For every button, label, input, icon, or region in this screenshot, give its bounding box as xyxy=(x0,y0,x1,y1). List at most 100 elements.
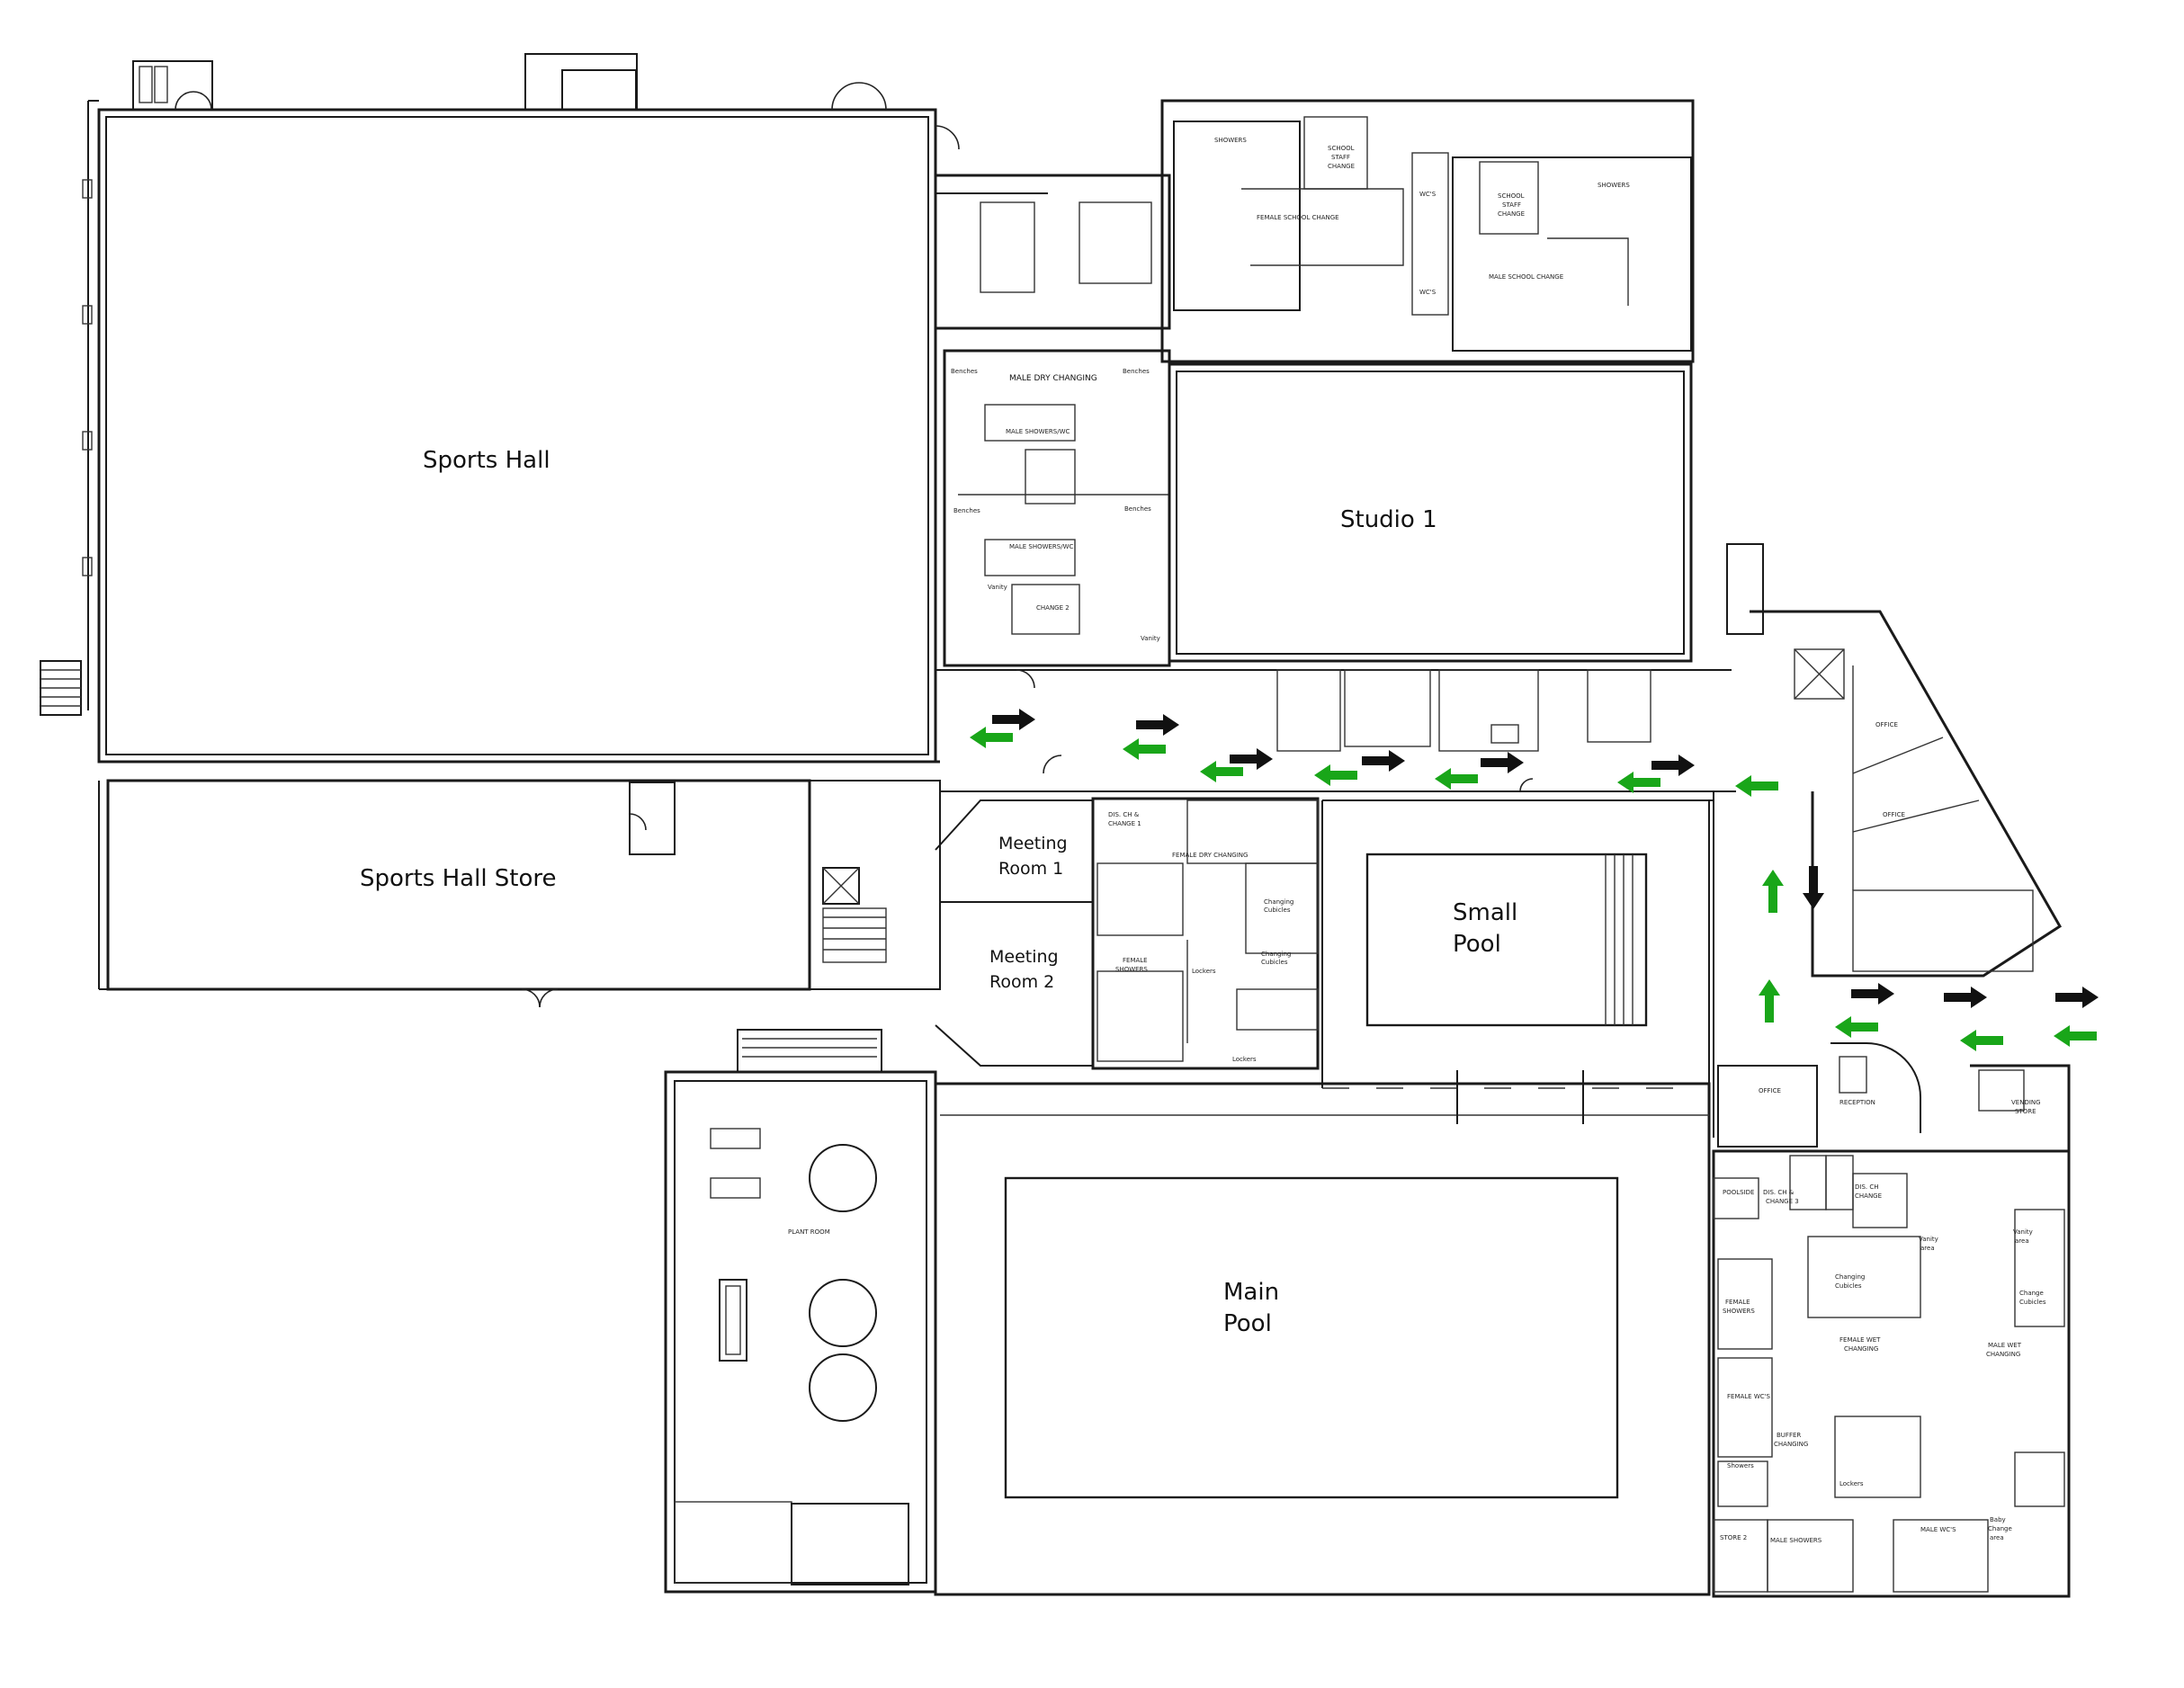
showers-2-label: Showers xyxy=(1727,1462,1754,1469)
school-staff-change2-b: STAFF xyxy=(1502,201,1521,209)
green-arrow-3 xyxy=(1200,761,1243,782)
lockers-3-label: Lockers xyxy=(1839,1480,1864,1487)
changing-cubicles-1b: Cubicles xyxy=(1264,907,1291,914)
green-arrow-11 xyxy=(1960,1030,2003,1051)
showers-top-label: SHOWERS xyxy=(1214,137,1247,144)
school-change-block: SHOWERS SCHOOL STAFF CHANGE FEMALE SCHOO… xyxy=(1160,99,1695,363)
change-cubicles-rb-label: Cubicles xyxy=(2019,1299,2046,1306)
black-arrow-2 xyxy=(1136,714,1179,736)
vanity-3b-label: area xyxy=(1920,1245,1935,1252)
female-showers-label-b: SHOWERS xyxy=(1115,966,1148,973)
black-arrow-1 xyxy=(992,709,1035,730)
black-arrow-5 xyxy=(1481,752,1524,773)
plant-room-label: PLANT ROOM xyxy=(788,1228,830,1236)
green-arrow-12 xyxy=(2054,1025,2097,1047)
green-arrow-7 xyxy=(1735,775,1778,797)
main-corridor xyxy=(935,669,1736,792)
male-showers-label: MALE SHOWERS xyxy=(1770,1537,1822,1544)
school-staff-change-c: CHANGE xyxy=(1328,163,1355,170)
changing-cubicles-3: Changing xyxy=(1835,1273,1865,1281)
female-school-change-label: FEMALE SCHOOL CHANGE xyxy=(1257,214,1339,221)
meeting-room-2-label-b: Room 2 xyxy=(989,972,1054,992)
baby-change-c: area xyxy=(1990,1534,2004,1541)
sports-hall-area xyxy=(40,53,960,764)
baby-change-b: Change xyxy=(1988,1525,2012,1532)
meeting-room-2-label-a: Meeting xyxy=(989,947,1059,967)
small-pool-hall: Small Pool xyxy=(1321,799,1714,1090)
sports-hall-store-area xyxy=(98,760,941,1008)
showers-right-label: SHOWERS xyxy=(1598,182,1630,189)
office-wing: OFFICE OFFICE xyxy=(1726,543,2063,978)
studio-1-label: Studio 1 xyxy=(1340,506,1437,533)
main-pool-hall: Main Pool xyxy=(934,1070,1711,1596)
male-showers-wc-label-2: MALE SHOWERS/WC xyxy=(1009,543,1074,550)
dis-ch-change-4-label: DIS. CH xyxy=(1855,1183,1879,1191)
studio-1-area: Studio 1 xyxy=(1168,362,1693,663)
school-staff-change2-c: CHANGE xyxy=(1498,210,1525,218)
male-wet-changing-b-label: CHANGING xyxy=(1986,1351,2020,1358)
meeting-room-1-label-b: Room 1 xyxy=(998,859,1063,879)
female-wet-changing-label: FEMALE WET xyxy=(1839,1336,1881,1344)
green-arrow-10 xyxy=(1835,1016,1878,1038)
school-staff-change-b: STAFF xyxy=(1331,154,1350,161)
black-arrow-9 xyxy=(1944,987,1987,1008)
meeting-room-1-label-a: Meeting xyxy=(998,834,1068,853)
vanity-4-label: Vanity xyxy=(2013,1228,2033,1236)
exit-route-arrows xyxy=(970,727,2097,1051)
changing-cubicles-1: Changing xyxy=(1264,898,1293,906)
change-2-label: CHANGE 2 xyxy=(1036,604,1070,612)
male-wet-changing-label: MALE WET xyxy=(1988,1342,2022,1349)
wcs-label-2: WC'S xyxy=(1419,289,1437,296)
office-reception-label: OFFICE xyxy=(1759,1087,1781,1094)
vending-store-a: VENDING xyxy=(2011,1099,2041,1106)
female-dry-changing-block: DIS. CH & CHANGE 1 FEMALE DRY CHANGING C… xyxy=(1091,797,1320,1070)
wcs-label-1: WC'S xyxy=(1419,191,1437,198)
vending-store-b: STORE xyxy=(2015,1108,2036,1115)
dis-ch-change-4b-label: CHANGE xyxy=(1855,1192,1882,1200)
poolside-staff-change-label: POOLSIDE xyxy=(1723,1189,1754,1196)
female-wcs-label: FEMALE WC'S xyxy=(1727,1393,1771,1400)
changing-cubicles-3b: Cubicles xyxy=(1835,1282,1862,1290)
vanity-label-1: Vanity xyxy=(988,584,1007,591)
dis-ch-staff-change-3-label: DIS. CH & xyxy=(1763,1189,1795,1196)
green-arrow-2 xyxy=(1123,738,1166,760)
buffer-changing-label: BUFFER xyxy=(1777,1432,1801,1439)
black-arrow-10 xyxy=(2055,987,2099,1008)
small-pool-label-a: Small xyxy=(1453,899,1517,926)
dis-ch-change-1-label: DIS. CH & xyxy=(1108,811,1140,818)
sports-hall-title: Sports Hall xyxy=(423,447,550,474)
vanity-3-label: Vanity xyxy=(1919,1236,1938,1243)
office-label-1: OFFICE xyxy=(1875,721,1898,728)
black-arrow-3 xyxy=(1230,748,1273,770)
green-arrow-4 xyxy=(1314,764,1357,786)
changing-cubicles-2: Changing xyxy=(1261,951,1291,958)
school-staff-change2-a: SCHOOL xyxy=(1498,192,1525,200)
female-wet-changing-b-label: CHANGING xyxy=(1844,1345,1878,1353)
benches-label-1: Benches xyxy=(951,368,978,375)
vanity-label-2: Vanity xyxy=(1141,635,1160,642)
male-dry-changing-block: MALE DRY CHANGING Benches Benches Benche… xyxy=(934,174,1171,667)
change-cubicles-r-label: Change xyxy=(2019,1290,2044,1297)
reception-label: RECEPTION xyxy=(1839,1099,1875,1106)
small-pool-label-b: Pool xyxy=(1453,931,1501,958)
buffer-changing-b-label: CHANGING xyxy=(1774,1441,1808,1448)
benches-label-2: Benches xyxy=(1123,368,1150,375)
black-arrow-7 xyxy=(1803,866,1824,909)
sports-hall-store-title: Sports Hall Store xyxy=(360,865,557,892)
benches-label-3: Benches xyxy=(953,507,980,514)
plant-room: PLANT ROOM xyxy=(664,1029,937,1594)
female-showers-label: FEMALE xyxy=(1123,957,1148,964)
male-school-change-label: MALE SCHOOL CHANGE xyxy=(1489,273,1563,281)
dis-ch-change-1b-label: CHANGE 1 xyxy=(1108,820,1141,827)
male-dry-changing-label: MALE DRY CHANGING xyxy=(1009,374,1097,383)
wet-changing-block: POOLSIDE DIS. CH & CHANGE 3 DIS. CH CHAN… xyxy=(1712,1149,2071,1598)
office-label-2: OFFICE xyxy=(1883,811,1905,818)
male-wcs-label: MALE WC'S xyxy=(1920,1526,1956,1533)
baby-change-a: Baby xyxy=(1990,1516,2006,1523)
green-arrow-9 xyxy=(1759,979,1780,1023)
black-arrow-4 xyxy=(1362,750,1405,772)
lockers-label-1: Lockers xyxy=(1192,968,1216,975)
store-2-label: STORE 2 xyxy=(1720,1534,1747,1541)
benches-label-4: Benches xyxy=(1124,505,1151,513)
